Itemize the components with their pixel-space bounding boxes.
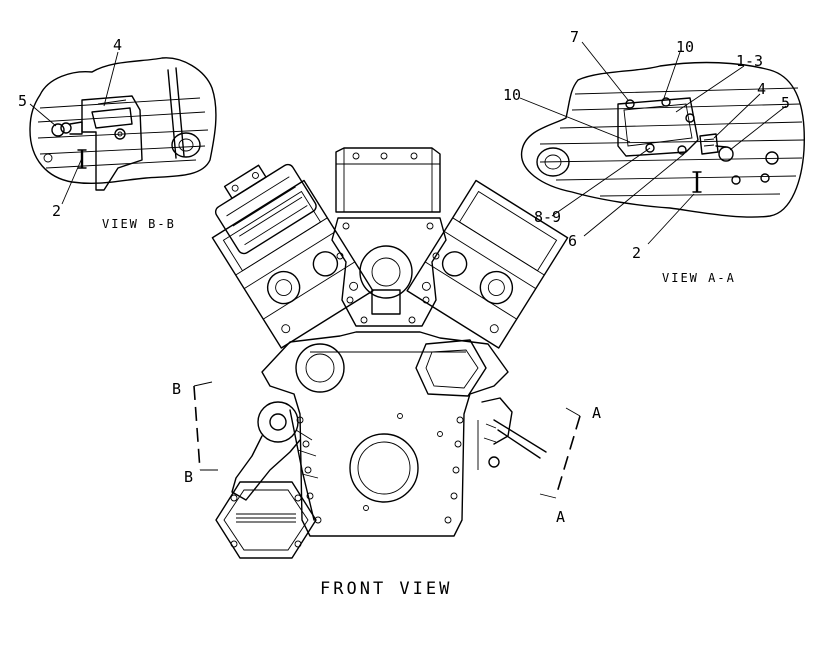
view-b-callout-2: 2: [52, 202, 61, 220]
left-cylinder-bank: [211, 179, 374, 349]
section-a-top-label: A: [592, 404, 601, 422]
view-b-bracket: [81, 95, 143, 191]
view-a-fitting-4: [699, 133, 719, 155]
section-b-marker: B B: [172, 380, 218, 486]
left-accessory: [231, 401, 319, 521]
view-b-fitting-5: [51, 123, 65, 137]
view-b-detail: 4 5 2 VIEW B-B: [18, 36, 217, 231]
section-b-bottom-label: B: [184, 468, 193, 486]
view-a-callout-4: 4: [757, 80, 766, 98]
crank-opening: [349, 433, 419, 503]
view-a-outline: [520, 61, 805, 218]
view-a-callout-10-top: 10: [676, 38, 694, 56]
left-valve-cover: [214, 163, 317, 255]
engine-top-housing: [335, 147, 441, 213]
section-a-marker: A A: [539, 404, 601, 526]
view-a-callout-5: 5: [781, 94, 790, 112]
view-b-outline: [29, 57, 217, 185]
view-b-callout-5: 5: [18, 92, 27, 110]
view-a-callout-1-3: 1-3: [736, 52, 763, 70]
view-b-callout-4: 4: [113, 36, 122, 54]
hex-flange: [215, 481, 317, 559]
view-b-label: VIEW B-B: [102, 217, 176, 231]
front-view-title: FRONT VIEW: [320, 579, 452, 599]
view-a-detail: 7 10 1-3 10 4 5 8-9 6 2 VIEW A-A: [503, 28, 805, 285]
view-a-callout-2: 2: [632, 244, 641, 262]
view-a-label: VIEW A-A: [662, 271, 736, 285]
engine-front-view: [211, 147, 569, 559]
left-port: [295, 343, 345, 393]
view-a-callout-8-9: 8-9: [534, 208, 561, 226]
right-cylinder-bank: [406, 179, 569, 349]
right-accessory: [477, 397, 547, 470]
section-b-top-label: B: [172, 380, 181, 398]
view-a-callout-10-left: 10: [503, 86, 521, 104]
view-a-callout-6: 6: [568, 232, 577, 250]
timing-cover: [331, 217, 447, 327]
view-a-callout-7: 7: [570, 28, 579, 46]
section-a-bottom-label: A: [556, 508, 565, 526]
